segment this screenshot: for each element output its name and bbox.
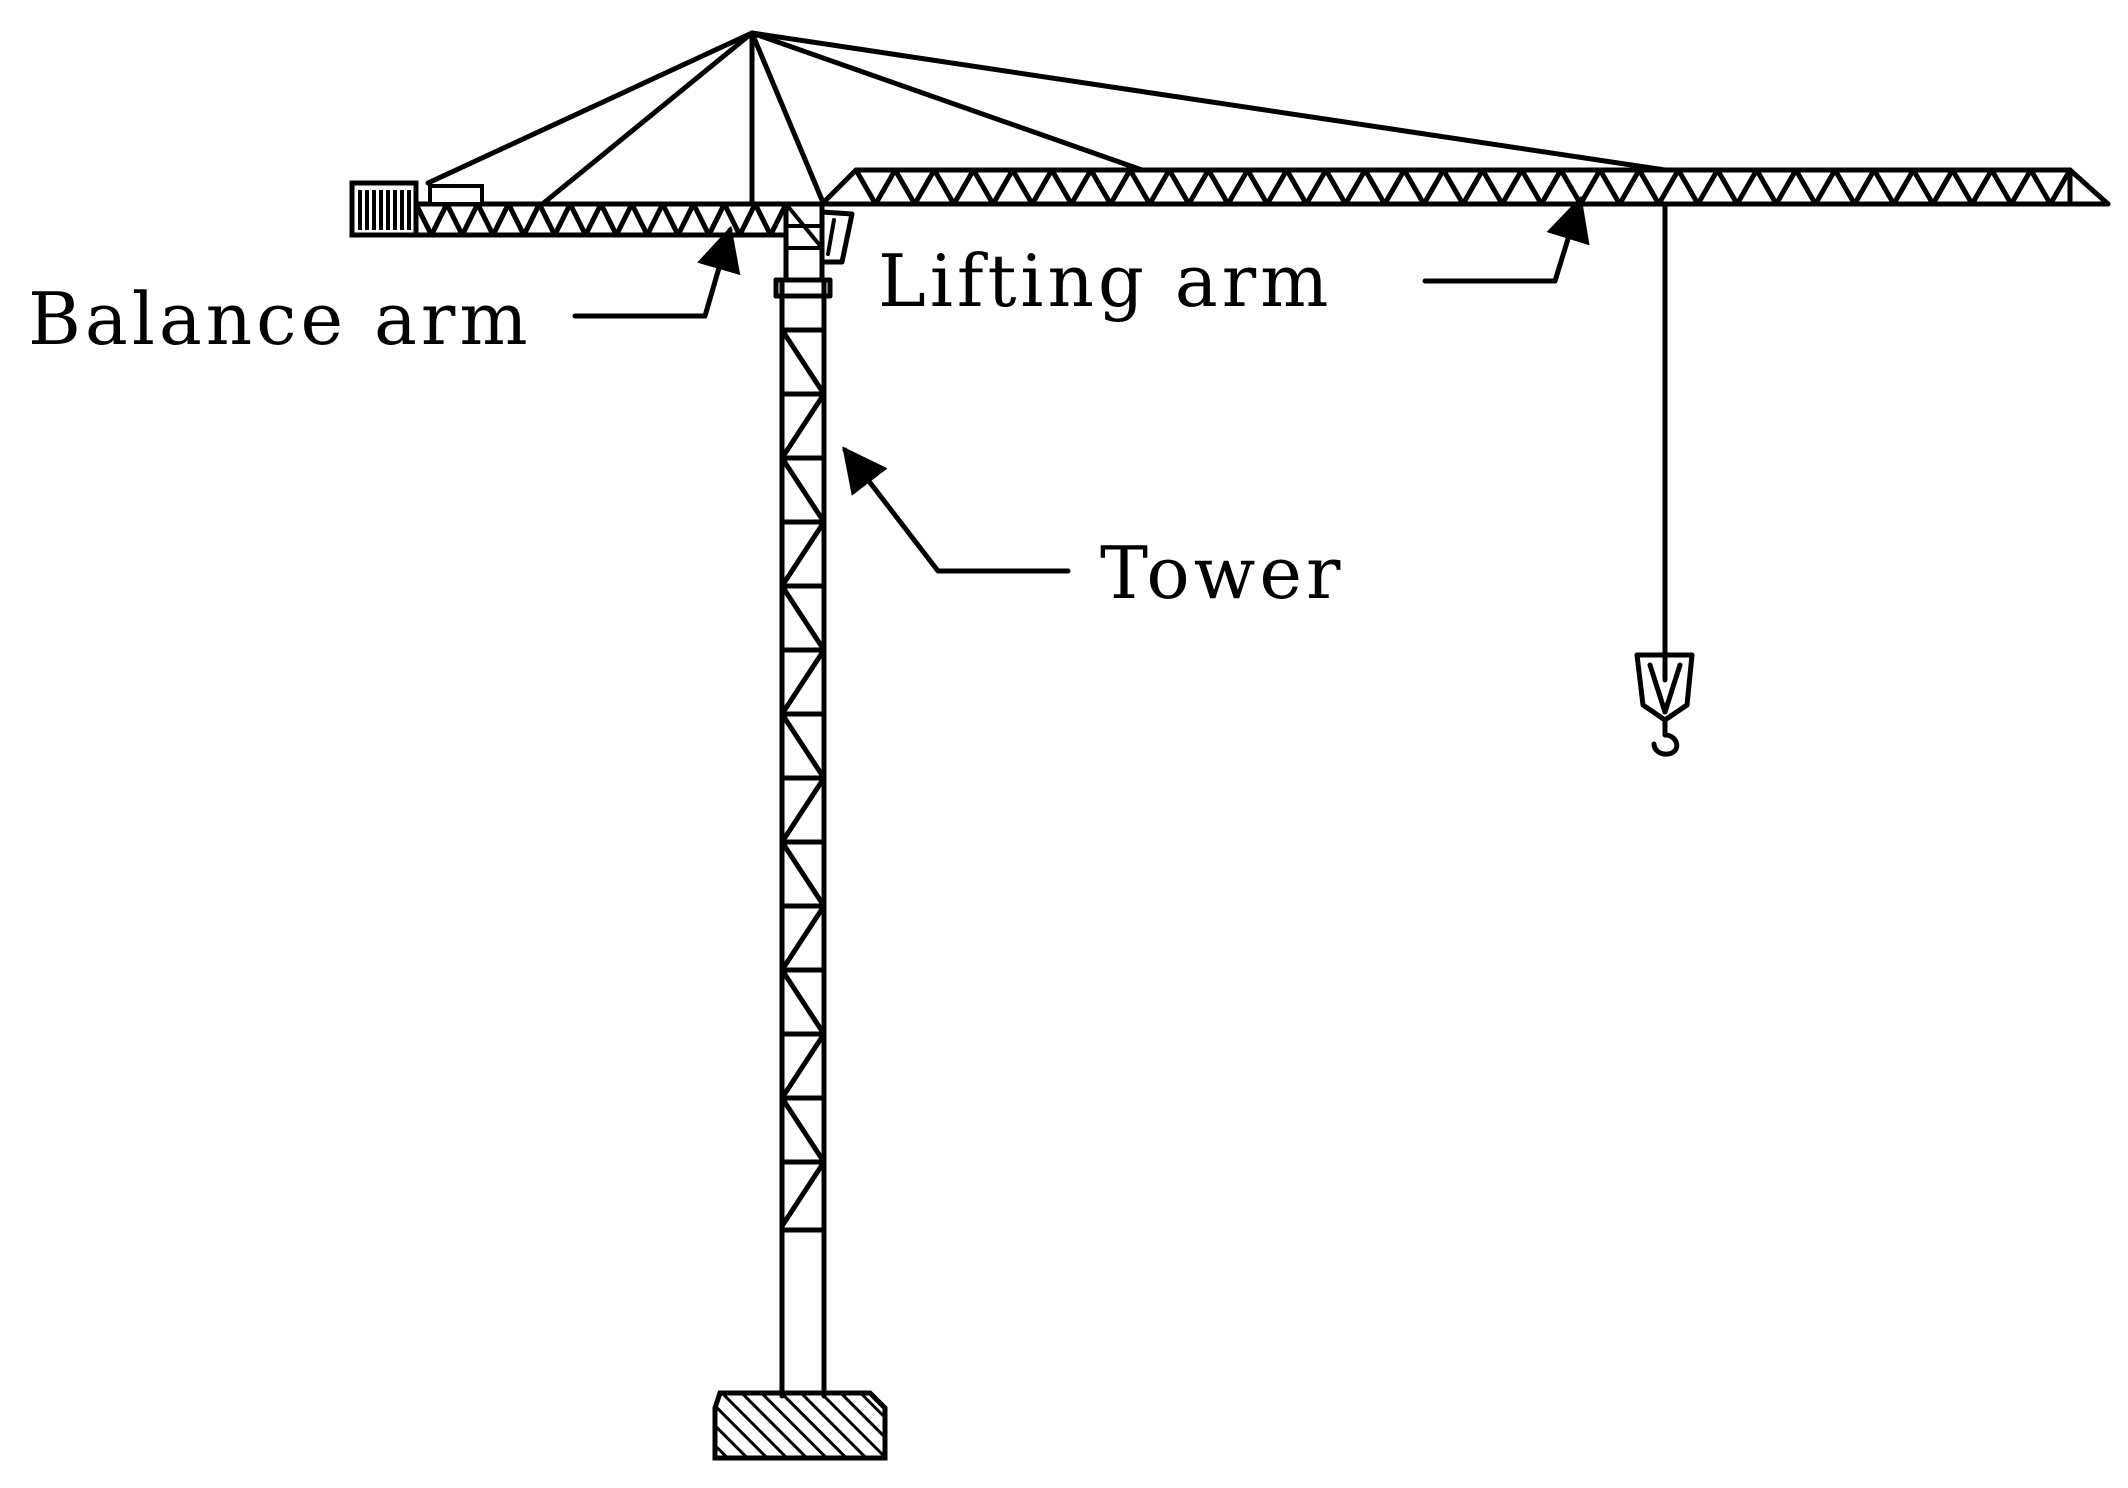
leader-lines — [572, 195, 1590, 574]
tower-head-and-tie-rods — [425, 30, 1668, 209]
lifting-arm-label: Lifting arm — [878, 239, 1332, 323]
tower-mast — [773, 277, 833, 1399]
balance-arm-label: Balance arm — [28, 277, 532, 361]
tower-label: Tower — [1100, 531, 1344, 615]
hoist-cable-and-hook — [1634, 201, 1695, 757]
counterweight-block — [349, 180, 484, 238]
lifting-arm-truss — [819, 167, 2111, 207]
foundation-block — [712, 1390, 888, 1461]
slewing-cab — [783, 201, 855, 283]
